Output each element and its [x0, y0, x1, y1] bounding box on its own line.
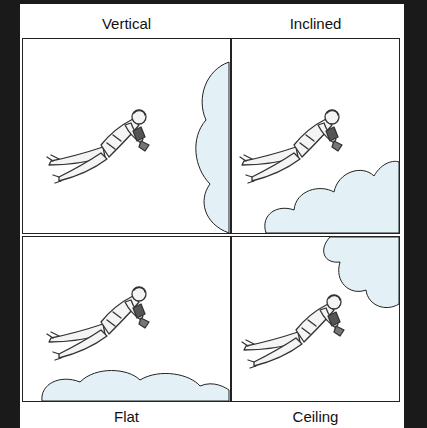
panel-label: Ceiling [232, 408, 399, 425]
skydiver [240, 110, 342, 183]
panel-box: Flat [22, 236, 231, 402]
figure-background [20, 4, 404, 428]
cloud-inclined [265, 161, 399, 233]
skydiver [47, 110, 149, 183]
panel-label: Vertical [23, 15, 230, 32]
skydiver [47, 287, 149, 360]
cloud-flat [42, 371, 229, 402]
panel-box: Vertical [22, 38, 231, 234]
panel-box: Inclined [231, 38, 400, 234]
panel-label: Flat [23, 408, 230, 425]
panel-box: Ceiling [231, 236, 400, 402]
cloud-vertical [196, 62, 229, 233]
skydiver [242, 295, 344, 368]
panel-label: Inclined [232, 15, 399, 32]
